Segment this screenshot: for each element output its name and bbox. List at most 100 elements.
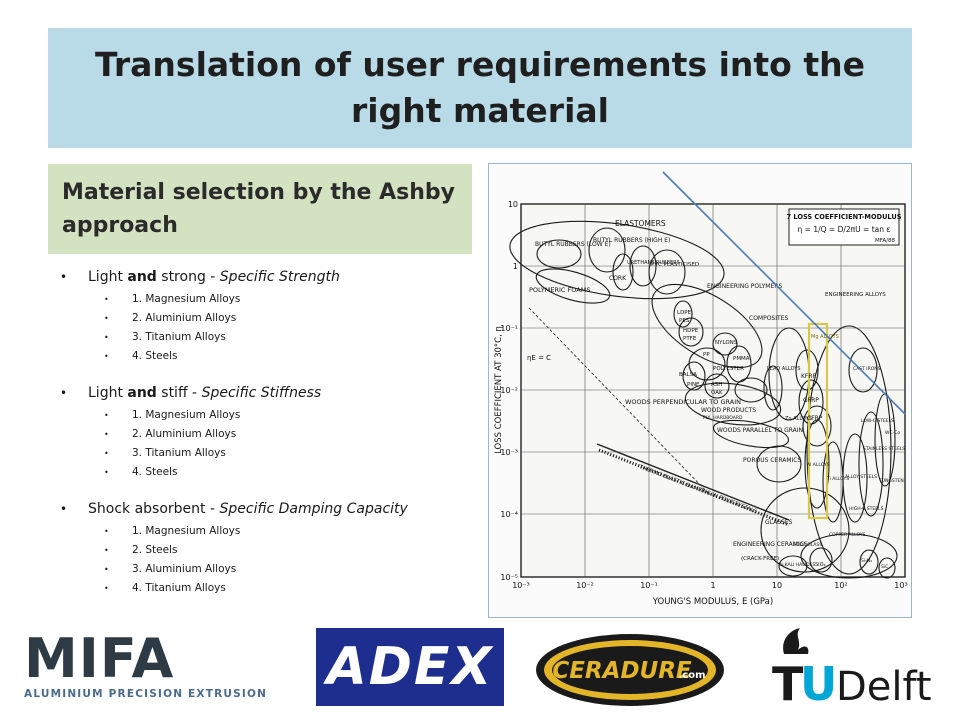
- envelope-kfrp: [795, 349, 819, 391]
- y-tick-label: 10: [508, 200, 518, 209]
- ceradure-inner: [552, 646, 708, 694]
- label-elastomers: ELASTOMERS: [615, 219, 666, 228]
- x-tick-label: 10³: [894, 581, 907, 590]
- bullet-main: • Light and strong - Specific Strength: [60, 264, 480, 290]
- envelope-si3n4: [859, 549, 879, 575]
- list-item: •4. Steels: [104, 350, 178, 362]
- label-hdpe: HDPE: [683, 328, 699, 334]
- label-urethane: URETHANE RUBBERS: [627, 260, 680, 266]
- envelope-porous-ceramics: [756, 445, 802, 483]
- label-al-alloys: Al ALLOYS: [807, 462, 830, 468]
- label-mg-alloys: Mg ALLOYS: [811, 334, 839, 340]
- label-gfrp: GFRP: [803, 397, 819, 404]
- envelope-balsa: [682, 361, 706, 391]
- list-item: •1. Magnesium Alloys: [104, 409, 241, 421]
- label-soda-glass: SODA GLASS: [793, 542, 822, 548]
- highlight-mg-alloys: [807, 322, 829, 520]
- label-composites: COMPOSITES: [749, 315, 788, 322]
- envelope-hdpe: [678, 317, 704, 347]
- adex-logo-word: ADEX: [326, 637, 494, 697]
- envelope-cfrp: [802, 405, 832, 447]
- label-pes: PES: [679, 318, 690, 324]
- x-tick-label: 1: [710, 581, 715, 590]
- list-item: •3. Aluminium Alloys: [104, 563, 237, 575]
- y-tick-label: 10⁻²: [500, 386, 518, 395]
- list-item: •2. Aluminium Alloys: [104, 312, 237, 324]
- label-low-c: LOW-C STEELS: [861, 418, 894, 424]
- x-axis-label: YOUNG'S MODULUS, E (GPa): [652, 597, 773, 607]
- bullet-dot: •: [60, 386, 68, 400]
- bullet-main: • Light and stiff - Specific Stiffness: [60, 380, 480, 406]
- envelope-eng-polymers: [651, 283, 763, 369]
- bullet-main: • Shock absorbent - Specific Damping Cap…: [60, 496, 480, 522]
- bullet-dot: •: [60, 502, 68, 516]
- envelope-elastomers: [509, 220, 725, 300]
- envelope-alkali: [778, 555, 808, 577]
- envelope-cast-irons: [848, 347, 878, 393]
- x-tick-labels: 10⁻³ 10⁻² 10⁻¹ 1 10 10² 10³: [512, 581, 908, 590]
- envelope-woods-perp: [684, 382, 782, 426]
- label-kfrp: KFRP: [801, 373, 817, 380]
- y-tick-label: 10⁻⁴: [500, 510, 518, 519]
- region-labels: ELASTOMERS BUTYL RUBBERS (LOW E) BUTYL R…: [529, 219, 905, 570]
- x-tick-label: 10⁻²: [576, 581, 594, 590]
- label-butyl-low: BUTYL RUBBERS (LOW E): [535, 241, 611, 248]
- envelope-stainless: [858, 411, 884, 517]
- label-lead: LEAD ALLOYS: [767, 366, 801, 372]
- envelope-cork: [612, 253, 634, 291]
- envelope-gfrp: [798, 379, 824, 425]
- label-ti-alloys: Ti ALLOYS: [826, 476, 849, 482]
- list-item: •3. Titanium Alloys: [104, 331, 226, 343]
- label-cfrp: CFRP: [807, 415, 823, 422]
- label-porous-ceramics: POROUS CERAMICS: [743, 457, 801, 464]
- slide-title: Translation of user requirements into th…: [95, 45, 865, 130]
- y-tick-label: 10⁻¹: [500, 324, 518, 333]
- y-tick-labels: 10 1 10⁻¹ 10⁻² 10⁻³ 10⁻⁴ 10⁻⁵: [500, 200, 518, 582]
- label-woods-perp: WOODS PERPENDICULAR TO GRAIN: [625, 398, 741, 406]
- label-ptfe: PTFE: [683, 336, 697, 342]
- envelope-sic: [878, 557, 896, 579]
- tudelft-logo-u: U: [800, 657, 837, 711]
- mifa-logo-tagline: ALUMINIUM PRECISION EXTRUSION: [24, 688, 268, 700]
- x-tick-label: 10²: [834, 581, 847, 590]
- label-glasses: GLASSES: [765, 519, 793, 526]
- bullet-dot: •: [60, 270, 68, 284]
- list-item: •1. Magnesium Alloys: [104, 525, 241, 537]
- bullet-group-strength: • Light and strong - Specific Strength •…: [60, 264, 480, 366]
- selection-line: [662, 171, 906, 415]
- envelope-ash-oak: [704, 373, 730, 399]
- label-wc: WC-Co: [885, 430, 900, 436]
- list-item: •2. Steels: [104, 544, 178, 556]
- tudelft-logo-delft: Delft: [836, 664, 932, 710]
- envelope-sio2: [809, 547, 833, 573]
- y-axis-label: LOSS COEFFICIENT AT 30°C, η: [494, 326, 504, 454]
- label-alkali: ALKALI HALIDES: [779, 562, 815, 568]
- label-zn: Zn ALLOYS: [785, 416, 812, 422]
- label-ash: ASH: [711, 382, 722, 388]
- y-tick-label: 1: [513, 262, 518, 271]
- bullet-emphasis: Specific Strength: [219, 269, 340, 285]
- ceradure-logo-com: .com: [678, 670, 705, 681]
- envelope-eng-ceramics: [800, 533, 898, 579]
- label-cast-irons: CAST IRONS: [853, 366, 881, 372]
- envelope-alloy-steels: [842, 433, 868, 523]
- label-alloy-steels: ALLOY STEELS: [845, 474, 877, 480]
- label-ldpe: LDPE: [677, 310, 692, 316]
- ceradure-logo: CERADURE .com: [532, 630, 728, 710]
- label-eng-ceramics: ENGINEERING CERAMICS: [733, 541, 808, 548]
- label-crack-free: (CRACK-FREE): [741, 556, 779, 562]
- info-box-ref: MFA/88: [875, 238, 896, 244]
- bullet-emphasis: Specific Damping Capacity: [219, 501, 408, 517]
- list-item: •3. Titanium Alloys: [104, 447, 226, 459]
- flame-icon: [783, 628, 809, 654]
- tudelft-logo-t: T: [772, 657, 804, 711]
- envelope-pvc: [648, 249, 686, 295]
- label-wood-products: WOOD PRODUCTS: [701, 407, 756, 414]
- envelope-foams: [535, 268, 611, 304]
- envelope-butyl-low: [536, 239, 582, 269]
- label-stainless: STAINLESS STEELS: [863, 446, 905, 452]
- y-tick-label: 10⁻³: [500, 448, 518, 457]
- envelope-eng-alloys: [806, 325, 892, 575]
- label-butyl-high: BUTYL RUBBERS (HIGH E): [593, 237, 670, 244]
- y-tick-label: 10⁻⁵: [500, 573, 518, 582]
